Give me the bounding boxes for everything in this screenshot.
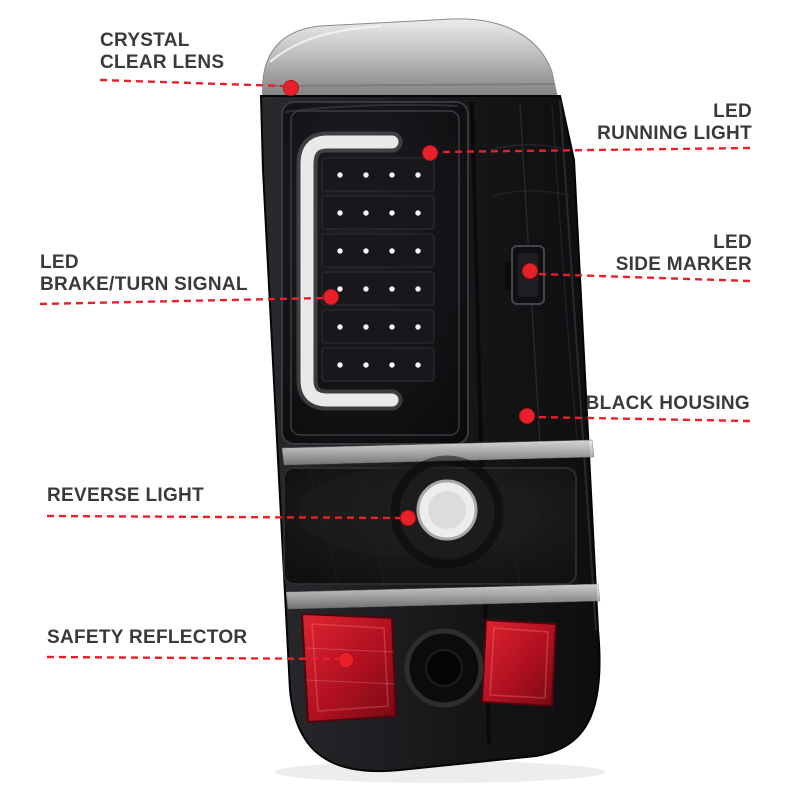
callout-label-line: LED	[40, 252, 79, 273]
callout-label-line: REVERSE LIGHT	[47, 485, 204, 506]
callout-label-line: BLACK HOUSING	[585, 393, 750, 414]
anchor-dot-crystal-clear-lens	[283, 80, 299, 96]
callout-label-line: RUNNING LIGHT	[597, 123, 752, 144]
led-module-row	[321, 271, 435, 306]
callout-led-side-marker: LED SIDE MARKER	[616, 232, 752, 276]
chrome-highlight	[269, 25, 383, 63]
reflector-right-bevel	[489, 627, 549, 699]
callout-led-running-light: LED RUNNING LIGHT	[597, 101, 752, 145]
annotation-lines	[39, 78, 751, 661]
leader-black-housing	[533, 415, 751, 423]
anchor-dot-safety-reflector	[338, 652, 354, 668]
callout-label-line: LED	[713, 232, 752, 253]
right-edge-highlight	[559, 99, 597, 631]
led-module-row	[321, 233, 435, 268]
side-rib	[491, 189, 571, 197]
light-bar-tube	[300, 135, 399, 407]
chrome-groove	[267, 83, 555, 87]
reverse-lens-facets	[309, 469, 521, 584]
led-module-row	[321, 347, 435, 382]
callout-label-line: SAFETY REFLECTOR	[47, 627, 248, 648]
trim-divider-lower	[285, 583, 601, 610]
callout-black-housing: BLACK HOUSING	[586, 393, 750, 415]
callout-label-line: BRAKE/TURN SIGNAL	[40, 274, 248, 295]
upper-lens-bezel	[290, 110, 460, 436]
reflector-left-texture	[305, 647, 396, 685]
bulb-socket-ring	[390, 455, 504, 569]
callout-safety-reflector: SAFETY REFLECTOR	[47, 627, 247, 649]
callout-led-brake-turn-signal: LED BRAKE/TURN SIGNAL	[40, 252, 248, 296]
trim-divider-upper	[281, 439, 595, 466]
anchor-dot-black-housing	[519, 408, 535, 424]
callout-label-line: CLEAR LENS	[100, 52, 225, 73]
callout-label-line: CRYSTAL	[100, 30, 190, 51]
chrome-top-cap	[262, 18, 559, 101]
safety-reflector-part	[300, 612, 558, 724]
callout-reverse-light: REVERSE LIGHT	[47, 485, 204, 507]
side-panel-line	[551, 105, 579, 449]
reverse-light-part	[283, 455, 577, 585]
reflector-left	[300, 612, 398, 724]
side-rib	[489, 143, 567, 151]
reflector-left-bevel	[311, 623, 389, 712]
anchor-dot-led-brake-turn	[323, 289, 339, 305]
led-brake-turn-modules	[321, 157, 435, 382]
led-running-light-bar	[296, 131, 403, 411]
leader-safety-reflector	[46, 655, 340, 661]
reverse-bulb-center	[428, 491, 466, 529]
center-knob	[404, 628, 484, 708]
callout-label-line: SIDE MARKER	[615, 254, 752, 275]
callout-label-line: LED	[713, 101, 752, 122]
led-module-row	[321, 157, 435, 192]
annotation-dots	[283, 80, 538, 668]
callout-crystal-clear-lens: CRYSTAL CLEAR LENS	[100, 30, 224, 74]
anchor-dot-led-side-marker	[522, 263, 538, 279]
leader-crystal-clear-lens	[99, 78, 284, 88]
leader-led-running-light	[437, 146, 751, 154]
led-module-row	[321, 195, 435, 230]
anchor-dot-reverse-light	[400, 510, 416, 526]
tail-light-body	[259, 18, 601, 773]
lens-top-curve	[284, 103, 459, 113]
reflector-right	[480, 618, 558, 708]
led-module-row	[321, 309, 435, 344]
anchor-dot-led-running-light	[422, 145, 438, 161]
